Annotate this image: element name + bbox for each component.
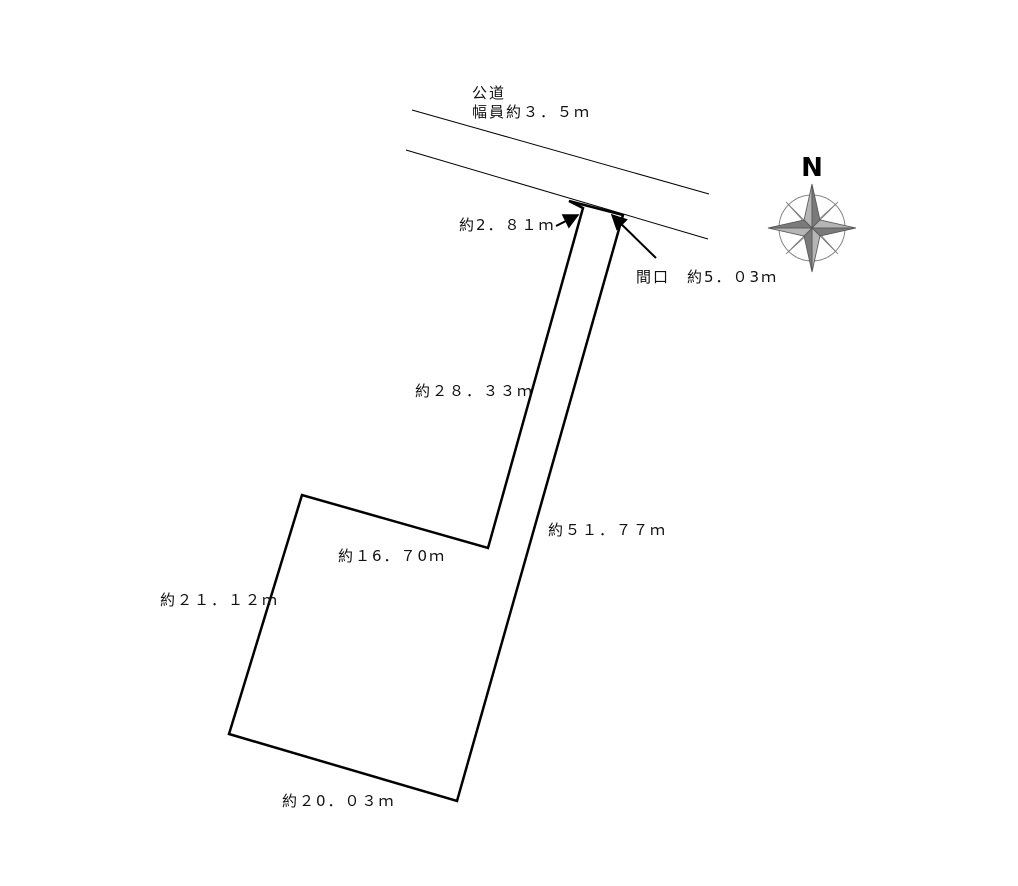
dim-label-28-33: 約２８．３３ｍ (415, 382, 534, 400)
dim-label-21-12: 約２１．１２ｍ (160, 591, 279, 609)
dim-label-16-70: 約１6．７0ｍ (338, 547, 446, 565)
compass-rose-icon (767, 183, 857, 273)
road-edge-north (411, 109, 710, 195)
road-edge-south (405, 149, 709, 240)
frontage-label: 間口 約5．０3ｍ (636, 268, 778, 286)
road-label-width: 幅員約３．５ｍ (472, 103, 591, 121)
dim-label-2-81: 約2．８１ｍ (459, 216, 556, 234)
compass-north-label: N (801, 153, 823, 183)
frontage-arrow-right (610, 213, 657, 259)
dim-label-20-03: 約２0．０３ｍ (282, 792, 396, 810)
lot-boundary (227, 199, 625, 803)
dim-label-51-77: 約５１．７７ｍ (548, 521, 667, 539)
road-label-name: 公道 (472, 84, 506, 102)
frontage-arrow-left (555, 214, 580, 229)
